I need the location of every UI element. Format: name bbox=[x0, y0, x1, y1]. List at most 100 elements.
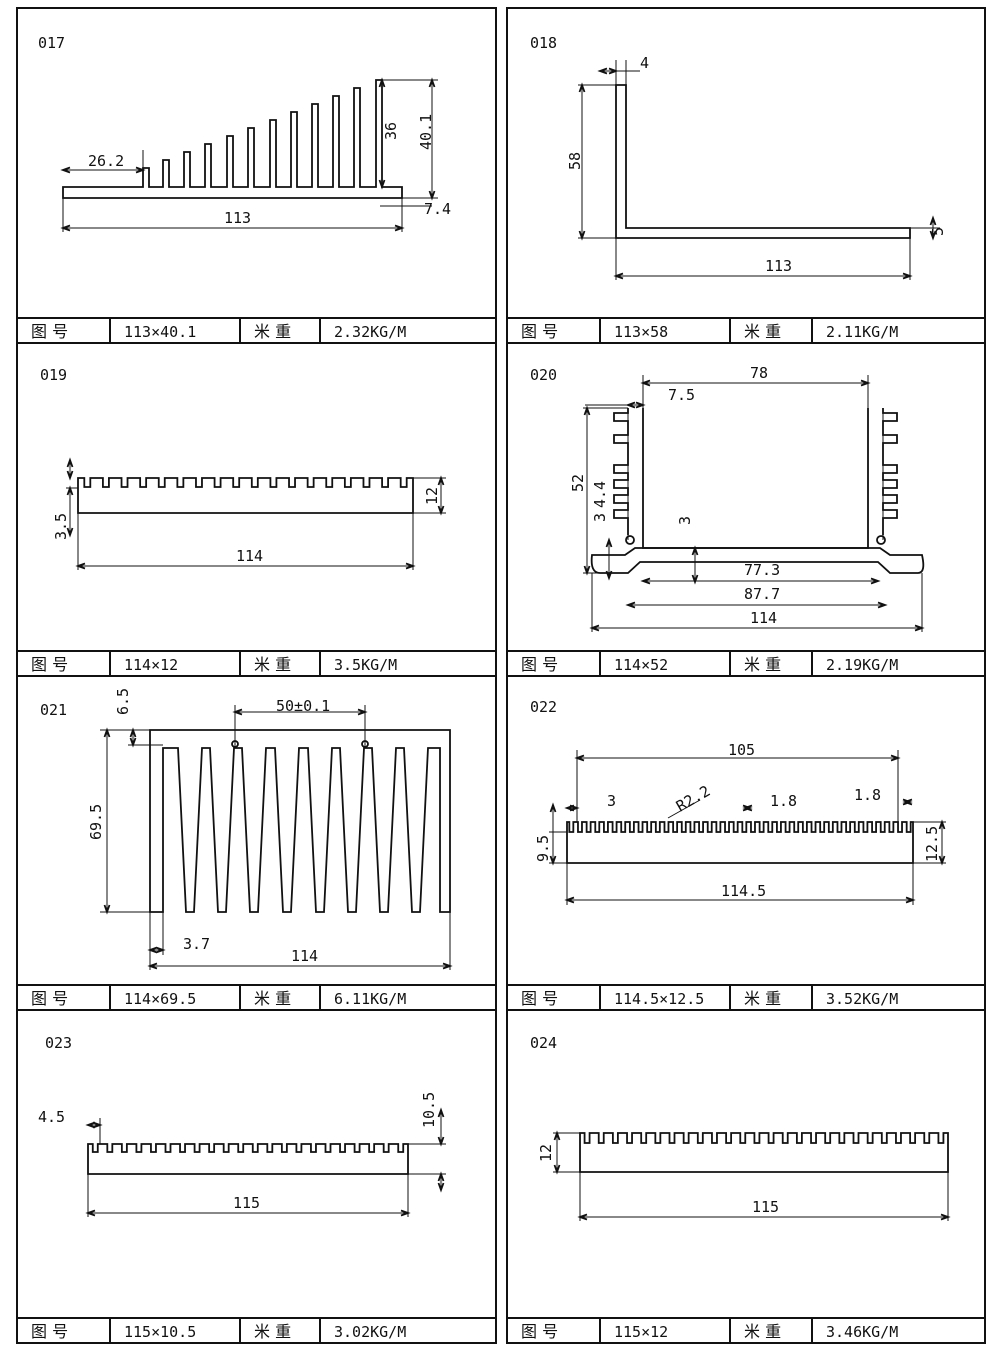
weight-label: 米 重 bbox=[744, 1322, 781, 1341]
weight-label: 米 重 bbox=[254, 989, 291, 1008]
panel-id: 017 bbox=[38, 34, 65, 52]
panel-id: 020 bbox=[530, 366, 557, 384]
dimension-label: 40.1 bbox=[417, 114, 435, 150]
dimension-label: 87.7 bbox=[744, 585, 780, 603]
drawing-no-label: 图 号 bbox=[521, 989, 558, 1008]
profile-outline bbox=[615, 84, 911, 239]
profile-outline bbox=[77, 477, 414, 514]
profile-size: 113×58 bbox=[614, 323, 668, 341]
cooling-fins bbox=[613, 408, 629, 535]
weight-label: 米 重 bbox=[744, 655, 781, 674]
dimension-label: 69.5 bbox=[87, 804, 105, 840]
dimension-label: 78 bbox=[750, 364, 768, 382]
drawing-no-label: 图 号 bbox=[521, 322, 558, 341]
dimension-label: 12 bbox=[423, 487, 441, 505]
dimension-label: 4.4 bbox=[591, 481, 609, 508]
dimension-label: 114 bbox=[236, 547, 263, 565]
dimension-line bbox=[667, 799, 701, 819]
drawing-no-label: 图 号 bbox=[31, 655, 68, 674]
dimension-label: 5 bbox=[929, 227, 947, 236]
dimension-label: 3 bbox=[591, 513, 609, 522]
dimension-label: 3 bbox=[676, 516, 694, 525]
dimension-label: 105 bbox=[728, 741, 755, 759]
dimension-label: 3.7 bbox=[183, 935, 210, 953]
arrow-icon bbox=[640, 577, 881, 585]
dimension-label: 1.8 bbox=[770, 792, 797, 810]
profile-size: 114×12 bbox=[124, 656, 178, 674]
weight-value: 2.32KG/M bbox=[334, 323, 406, 341]
profile-size: 114×52 bbox=[614, 656, 668, 674]
slot bbox=[625, 535, 635, 545]
dimension-label: 4.5 bbox=[38, 1108, 65, 1126]
dimension-label: 10.5 bbox=[420, 1092, 438, 1128]
profile-outline bbox=[579, 1132, 949, 1173]
dimension-label: 114 bbox=[291, 947, 318, 965]
arrow-icon bbox=[742, 804, 753, 812]
profile-size: 113×40.1 bbox=[124, 323, 196, 341]
drawing-no-label: 图 号 bbox=[521, 1322, 558, 1341]
drawing-no-label: 图 号 bbox=[521, 655, 558, 674]
weight-value: 3.46KG/M bbox=[826, 1323, 898, 1341]
profile-outline bbox=[642, 408, 869, 549]
dimension-label: 4 bbox=[640, 54, 649, 72]
weight-value: 3.52KG/M bbox=[826, 990, 898, 1008]
drawing-no-label: 图 号 bbox=[31, 1322, 68, 1341]
dimension-label: 115 bbox=[233, 1194, 260, 1212]
panel-id: 024 bbox=[530, 1034, 557, 1052]
profile-outline bbox=[87, 1143, 409, 1175]
slot bbox=[361, 740, 369, 748]
arrow-icon bbox=[691, 545, 699, 585]
dimension-label: 114.5 bbox=[721, 882, 766, 900]
profile-outline bbox=[62, 79, 403, 199]
arrow-icon bbox=[66, 457, 74, 481]
profile-outline bbox=[566, 821, 914, 864]
dimension-label: 113 bbox=[224, 209, 251, 227]
panel-id: 022 bbox=[530, 698, 557, 716]
dimension-label: R2.2 bbox=[673, 782, 713, 816]
weight-label: 米 重 bbox=[254, 322, 291, 341]
profile-drawings bbox=[60, 60, 951, 1221]
dimension-label: 115 bbox=[752, 1198, 779, 1216]
weight-label: 米 重 bbox=[744, 989, 781, 1008]
profile-size: 114.5×12.5 bbox=[614, 990, 704, 1008]
arrow-icon bbox=[929, 215, 937, 241]
panel-id: 023 bbox=[45, 1034, 72, 1052]
weight-value: 3.02KG/M bbox=[334, 1323, 406, 1341]
profile-outline bbox=[149, 729, 451, 913]
panel-id: 018 bbox=[530, 34, 557, 52]
arrow-icon bbox=[378, 77, 386, 190]
weight-value: 6.11KG/M bbox=[334, 990, 406, 1008]
profile-size: 115×10.5 bbox=[124, 1323, 196, 1341]
dimension-label: 7.5 bbox=[668, 386, 695, 404]
arrow-icon bbox=[605, 537, 613, 581]
weight-value: 2.11KG/M bbox=[826, 323, 898, 341]
weight-label: 米 重 bbox=[254, 1322, 291, 1341]
weight-value: 3.5KG/M bbox=[334, 656, 397, 674]
slot bbox=[231, 740, 239, 748]
dimension-label: 12.5 bbox=[923, 826, 941, 862]
dimension-label: 77.3 bbox=[744, 561, 780, 579]
arrow-icon bbox=[625, 601, 888, 609]
dimension-label: 12 bbox=[537, 1144, 555, 1162]
panel-id: 019 bbox=[40, 366, 67, 384]
dimension-label: 52 bbox=[569, 474, 587, 492]
dimension-label: 6.5 bbox=[114, 688, 132, 715]
weight-label: 米 重 bbox=[744, 322, 781, 341]
weight-label: 米 重 bbox=[254, 655, 291, 674]
dimension-label: 3 bbox=[607, 792, 616, 810]
dimension-label: 50±0.1 bbox=[276, 697, 330, 715]
cooling-fins bbox=[882, 408, 898, 535]
drawing-no-label: 图 号 bbox=[31, 322, 68, 341]
arrow-icon bbox=[564, 804, 580, 812]
profile-outline bbox=[590, 547, 925, 574]
dimension-label: 113 bbox=[765, 257, 792, 275]
profile-size: 115×12 bbox=[614, 1323, 668, 1341]
weight-value: 2.19KG/M bbox=[826, 656, 898, 674]
dimension-label: 3.5 bbox=[52, 513, 70, 540]
profile-size: 114×69.5 bbox=[124, 990, 196, 1008]
arrow-icon bbox=[902, 798, 913, 806]
dimension-label: 36 bbox=[382, 122, 400, 140]
dimension-label: 9.5 bbox=[534, 835, 552, 862]
panel-frames bbox=[16, 7, 986, 1344]
